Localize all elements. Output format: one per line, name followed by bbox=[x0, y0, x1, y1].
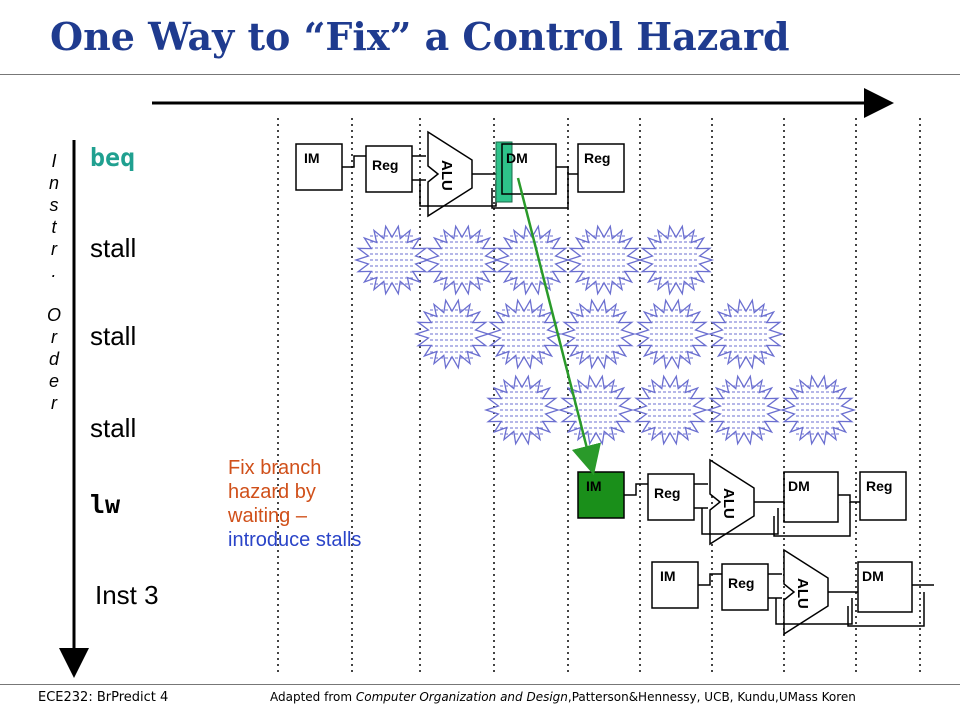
dm-stage-label: DM bbox=[862, 568, 884, 584]
title-divider bbox=[0, 74, 960, 75]
footer-credit-book: Computer Organization and Design bbox=[355, 690, 568, 704]
instruction-order-label: I n s t r . O r d e r bbox=[42, 150, 66, 414]
footer-divider bbox=[0, 684, 960, 685]
reg-stage-label: Reg bbox=[654, 485, 680, 501]
reg-wb-stage-label: Reg bbox=[584, 150, 610, 166]
wire bbox=[342, 155, 366, 168]
note-line-2: hazard by bbox=[228, 481, 316, 503]
order-letter: e bbox=[48, 371, 59, 391]
alu-shape bbox=[427, 130, 473, 218]
pipeline-inst3: IM Reg ALU DM bbox=[651, 548, 934, 636]
im-stage-label: IM bbox=[586, 478, 602, 494]
im-stage-box bbox=[295, 143, 343, 191]
row-label-lw: lw bbox=[90, 490, 121, 519]
note-text: Fix branch hazard by waiting – introduce… bbox=[228, 456, 361, 552]
alu-shape bbox=[783, 548, 829, 636]
reg-stage-box bbox=[365, 145, 413, 193]
alu-shape bbox=[709, 458, 755, 546]
reg-stage-box bbox=[647, 473, 695, 521]
row-label-inst3: Inst 3 bbox=[95, 580, 159, 610]
dm-stage-box bbox=[783, 471, 839, 523]
note-line-1: Fix branch bbox=[228, 457, 322, 479]
im-stage-label: IM bbox=[304, 150, 320, 166]
wire bbox=[491, 174, 569, 209]
order-letter: r bbox=[51, 393, 57, 413]
order-letter: I bbox=[51, 151, 57, 171]
order-letter: n bbox=[48, 173, 59, 193]
reg-stage-label: Reg bbox=[372, 157, 398, 173]
stall-bubble bbox=[705, 374, 783, 446]
stall-bubble bbox=[413, 298, 491, 370]
stall-bubble bbox=[631, 374, 709, 446]
row-label-stall-2: stall bbox=[90, 321, 137, 351]
row-label-stall-1: stall bbox=[90, 233, 137, 263]
order-letter: . bbox=[51, 261, 57, 281]
dm-stage-label: DM bbox=[506, 150, 528, 166]
footer-credit-suffix: ,Patterson&Hennessy, UCB, Kundu,UMass Ko… bbox=[567, 690, 856, 704]
stall-bubbles bbox=[353, 224, 857, 446]
wire bbox=[838, 494, 860, 503]
dm-stage-label: DM bbox=[788, 478, 810, 494]
order-letter: O bbox=[46, 305, 61, 325]
order-letter: s bbox=[49, 195, 59, 215]
wire bbox=[698, 573, 722, 586]
stall-bubble bbox=[559, 298, 637, 370]
stall-bubble bbox=[483, 374, 561, 446]
wire bbox=[775, 598, 853, 625]
slide-title: One Way to “Fix” a Control Hazard bbox=[50, 14, 790, 59]
wire bbox=[624, 483, 648, 496]
order-letter: r bbox=[51, 327, 57, 347]
stall-bubble bbox=[565, 224, 643, 296]
footer-credit: Adapted from Computer Organization and D… bbox=[270, 690, 856, 704]
wire bbox=[773, 502, 851, 537]
reg-wb-stage-label: Reg bbox=[866, 478, 892, 494]
stall-bubble bbox=[779, 374, 857, 446]
row-label-beq: beq bbox=[90, 143, 136, 172]
footer-credit-prefix: Adapted from bbox=[270, 690, 356, 704]
dm-stage-box bbox=[857, 561, 913, 613]
order-letter: t bbox=[51, 217, 57, 237]
stall-bubble bbox=[707, 298, 785, 370]
stall-bubble bbox=[485, 298, 563, 370]
footer-course-label: ECE232: BrPredict 4 bbox=[38, 690, 169, 705]
wire bbox=[556, 166, 578, 175]
clock-cycle-lines bbox=[277, 118, 921, 672]
reg-stage-label: Reg bbox=[728, 575, 754, 591]
alu-label: ALU bbox=[438, 160, 455, 191]
stall-bubble bbox=[353, 224, 431, 296]
stall-bubble bbox=[633, 298, 711, 370]
order-letter: d bbox=[48, 349, 59, 369]
wire bbox=[701, 508, 779, 535]
alu-label: ALU bbox=[794, 578, 811, 609]
stall-bubble bbox=[557, 374, 635, 446]
stall-bubble bbox=[423, 224, 501, 296]
reg-stage-box bbox=[721, 563, 769, 611]
branch-resolve-arrow bbox=[516, 177, 601, 476]
wire bbox=[847, 592, 925, 627]
dm-stage-box bbox=[501, 143, 557, 195]
note-line-3: waiting – bbox=[228, 505, 307, 527]
im-stage-label: IM bbox=[660, 568, 676, 584]
alu-label: ALU bbox=[720, 488, 737, 519]
reg-wb-stage-box bbox=[859, 471, 907, 521]
reg-wb-stage-box bbox=[577, 143, 625, 193]
stall-bubble bbox=[493, 224, 571, 296]
dm-highlight bbox=[495, 141, 513, 203]
stall-bubble bbox=[637, 224, 715, 296]
im-stage-box bbox=[577, 471, 625, 519]
note-line-4: introduce stalls bbox=[228, 529, 362, 551]
order-letter: r bbox=[51, 239, 57, 259]
row-label-stall-3: stall bbox=[90, 413, 137, 443]
